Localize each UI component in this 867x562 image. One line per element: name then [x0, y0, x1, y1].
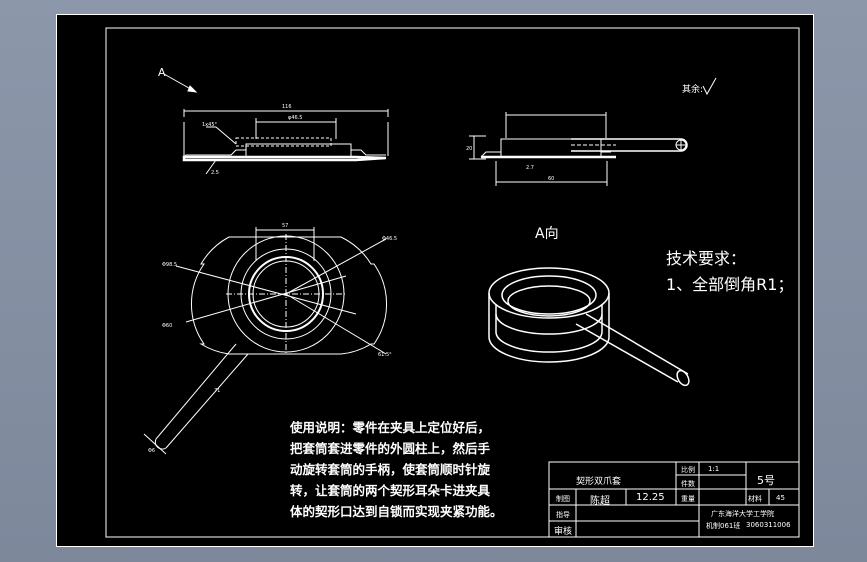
tech-requirements: 技术要求： 1、全部倒角R1；	[666, 246, 793, 298]
tb-drawing-no: 5号	[757, 474, 775, 487]
tb-guide-label: 指导	[556, 511, 570, 519]
tb-student-id: 3060311006	[746, 521, 791, 529]
tb-part-name: 契形双爪套	[576, 477, 622, 487]
dim-plan-rod: Φ6	[148, 448, 155, 454]
tb-material-value: 45	[776, 494, 785, 502]
roughness-note: 其余:	[682, 83, 703, 95]
tb-scale-value: 1:1	[708, 465, 720, 473]
dim-plan-handle: 71	[214, 388, 220, 394]
dim-plan-dia2: Φ60	[162, 323, 172, 329]
tb-weight-label: 重量	[681, 495, 695, 503]
tb-drawer-label: 制图	[556, 495, 570, 503]
drawing-sheet: A 其余: A向 116 φ46.5 1x45° 2.5 20 2.7 60 5…	[56, 14, 814, 547]
tb-review-label: 审核	[554, 527, 573, 537]
dim-side-height: 20	[466, 146, 472, 152]
inner-frame	[105, 27, 800, 538]
top-view	[182, 109, 389, 175]
tb-count-label: 件数	[681, 480, 695, 488]
tb-drawer-name: 陈超	[590, 496, 610, 507]
dim-top-inner: φ46.5	[288, 115, 302, 121]
dim-top-width: 116	[282, 104, 292, 110]
iso-view	[488, 267, 690, 387]
side-view	[469, 112, 688, 186]
tb-class: 机制061班	[706, 522, 741, 530]
tech-item-1: 1、全部倒角R1；	[666, 275, 794, 294]
dim-plan-width: 57	[282, 223, 288, 229]
tb-date: 12.25	[636, 492, 665, 503]
dim-plan-angle: 61.5°	[378, 352, 392, 358]
view-label-a: A	[158, 66, 166, 79]
plan-view	[143, 227, 387, 455]
outer-frame	[56, 14, 814, 547]
dim-top-chamfer: 1x45°	[202, 122, 218, 128]
tb-material-label: 材料	[748, 495, 762, 503]
tb-school: 广东海洋大学工学院	[711, 510, 774, 518]
dim-plan-dia3: Φ46.5	[382, 236, 397, 242]
dim-side-small: 2.7	[526, 165, 534, 171]
dim-side-width: 60	[548, 176, 554, 182]
tb-scale-label: 比例	[681, 466, 695, 474]
tech-title: 技术要求：	[666, 249, 747, 268]
cad-drawing: A 其余: A向 116 φ46.5 1x45° 2.5 20 2.7 60 5…	[56, 14, 814, 547]
usage-note: 使用说明：零件在夹具上定位好后， 把套筒套进零件的外圆柱上，然后手 动旋转套筒的…	[290, 420, 503, 519]
view-a-title: A向	[535, 226, 559, 242]
dim-plan-dia1: Φ98.5	[162, 262, 177, 268]
title-block-lines	[548, 461, 800, 538]
roughness-symbol	[702, 77, 717, 96]
dim-top-height: 2.5	[211, 170, 219, 176]
